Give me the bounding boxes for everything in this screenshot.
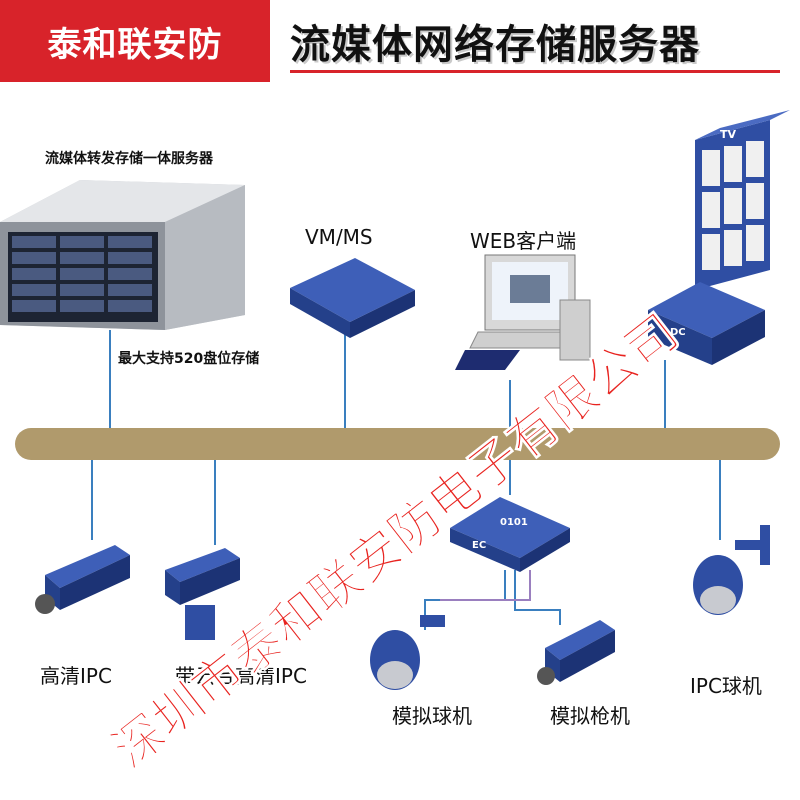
tv-label: TV	[720, 128, 737, 141]
analog-gun-camera	[537, 620, 615, 685]
tv-wall: TV	[695, 110, 790, 290]
hd-ipc-camera	[35, 545, 130, 614]
network-bus	[15, 428, 780, 460]
dc-label: DC	[670, 327, 686, 338]
vmms-server	[290, 258, 415, 338]
analog-gun-label: 模拟枪机	[550, 704, 630, 728]
analog-dome-label: 模拟球机	[392, 704, 472, 728]
ipc-dome-label: IPC球机	[690, 674, 762, 698]
storage-server	[0, 180, 245, 330]
analog-dome-camera	[370, 615, 445, 690]
ipc-dome-camera	[693, 525, 770, 615]
page-title: 流媒体网络存储服务器	[290, 22, 700, 68]
link-analog-gun	[514, 570, 561, 625]
brand-badge: 泰和联安防	[0, 0, 270, 82]
ptz-ipc-label: 带云台高清IPC	[175, 664, 307, 688]
title-underline	[290, 70, 780, 73]
server-caption: 流媒体转发存储一体服务器	[45, 151, 213, 167]
hd-ipc-label: 高清IPC	[40, 664, 112, 688]
web-client	[455, 254, 591, 370]
web-label: WEB客户端	[470, 229, 577, 253]
ec-encoder: EC 0101	[450, 497, 570, 572]
ptz-ipc-camera	[165, 548, 240, 640]
link-ptz-control	[440, 570, 531, 601]
server-note: 最大支持520盘位存储	[118, 351, 260, 367]
ec-code-label: 0101	[500, 517, 528, 528]
ec-label: EC	[472, 540, 486, 551]
dc-decoder: DC	[648, 282, 765, 365]
vmms-label: VM/MS	[305, 225, 373, 249]
